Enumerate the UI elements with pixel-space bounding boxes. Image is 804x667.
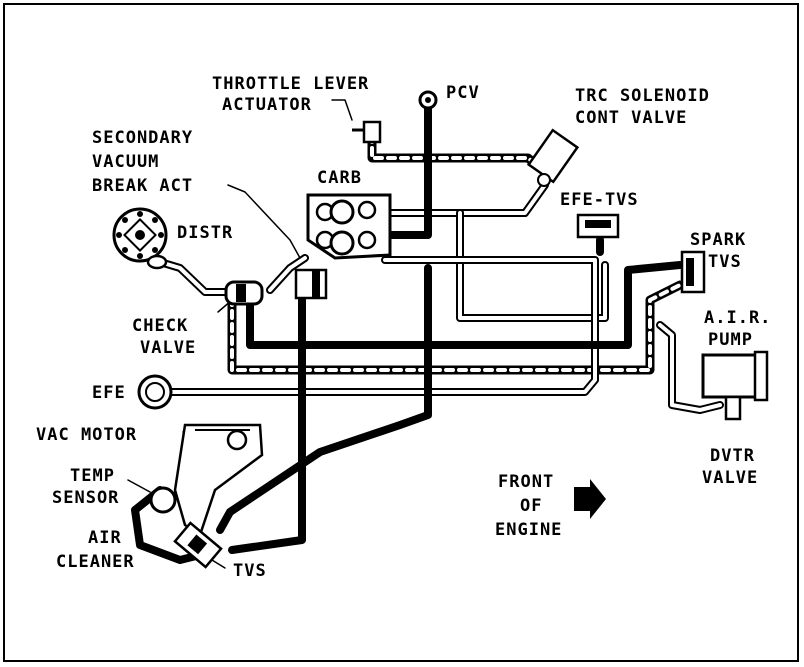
- label-temp-1: TEMP: [70, 466, 115, 486]
- label-efe-tvs: EFE-TVS: [560, 190, 639, 210]
- air-cleaner: [173, 423, 264, 537]
- air-cleaner-tvs: [173, 521, 223, 569]
- label-air-pump-1: A.I.R.: [704, 308, 772, 328]
- temp-sensor: [149, 486, 177, 514]
- front-arrow-icon: [574, 479, 606, 519]
- trc-solenoid-valve: [526, 128, 580, 187]
- label-check-1: CHECK: [132, 316, 189, 336]
- leader-lines: [127, 99, 353, 569]
- label-throttle-lever: THROTTLE LEVER: [212, 74, 370, 94]
- label-front-2: OF: [520, 496, 543, 516]
- label-pcv: PCV: [446, 83, 480, 103]
- label-check-2: VALVE: [140, 338, 197, 358]
- label-trc-2: CONT VALVE: [575, 108, 688, 128]
- label-temp-2: SENSOR: [52, 488, 120, 508]
- efe-valve: [137, 374, 173, 410]
- secondary-vacuum-break-actuator: [294, 268, 328, 300]
- distributor: [112, 207, 168, 270]
- check-valve: [224, 280, 264, 306]
- label-secondary-2: VACUUM: [92, 152, 160, 172]
- air-pump: [701, 350, 769, 421]
- label-air-pump-2: PUMP: [708, 330, 753, 350]
- carburetor: [306, 193, 392, 260]
- label-spark-2: TVS: [708, 252, 742, 272]
- label-spark-1: SPARK: [690, 230, 747, 250]
- vac-motor: [226, 429, 248, 451]
- label-trc-1: TRC SOLENOID: [575, 86, 710, 106]
- label-dvtr-1: DVTR: [710, 446, 755, 466]
- label-secondary-3: BREAK ACT: [92, 176, 194, 196]
- pcv-fitting: [418, 90, 438, 110]
- hose-dashed-loop: [227, 280, 685, 375]
- label-actuator: ACTUATOR: [222, 95, 312, 115]
- throttle-lever-actuator: [352, 120, 382, 144]
- label-carb: CARB: [317, 168, 362, 188]
- label-distr: DISTR: [177, 223, 234, 243]
- label-efe: EFE: [92, 383, 126, 403]
- hose-throttle-trc: [367, 130, 550, 177]
- spark-tvs-valve: [680, 250, 706, 294]
- label-tvs: TVS: [233, 561, 267, 581]
- label-secondary-1: SECONDARY: [92, 128, 194, 148]
- hose-solid-lines: [131, 101, 684, 564]
- label-front-3: ENGINE: [495, 520, 563, 540]
- label-front-1: FRONT: [498, 472, 555, 492]
- label-vac-motor: VAC MOTOR: [36, 425, 138, 445]
- label-air-cleaner-1: AIR: [88, 528, 122, 548]
- label-dvtr-2: VALVE: [702, 468, 759, 488]
- label-air-cleaner-2: CLEANER: [56, 552, 135, 572]
- efe-tvs-valve: [576, 213, 620, 239]
